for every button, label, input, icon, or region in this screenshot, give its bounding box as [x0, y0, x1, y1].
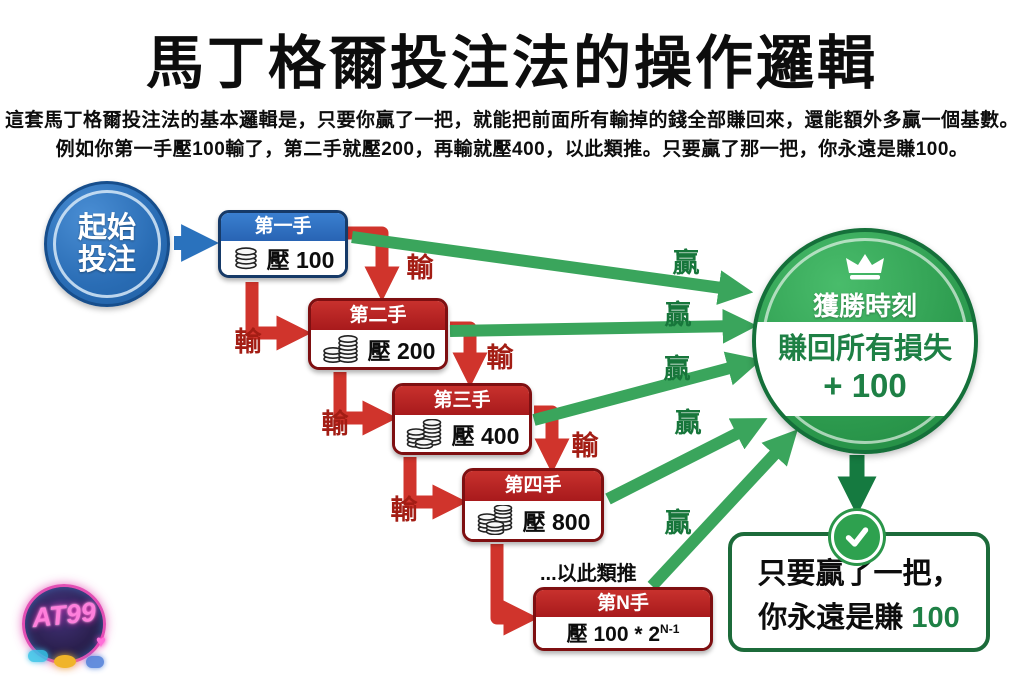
heart-icon: ♥ — [95, 632, 106, 651]
lose-label-2-left: 輸 — [321, 409, 349, 439]
bet-box-4-value: 壓 800 — [522, 509, 591, 535]
lose-arrow-4-left — [490, 544, 539, 636]
lose-label-1-left: 輸 — [234, 327, 262, 357]
win-label-2: 贏 — [664, 300, 692, 330]
checkmark-icon — [831, 511, 883, 563]
win-circle-band: 賺回所有損失 + 100 — [756, 322, 974, 416]
logo-lamp-shape — [54, 655, 76, 668]
subtitle-line-2: 例如你第一手壓100輸了，第二手就壓200，再輸就壓400，以此類推。只要贏了那… — [55, 139, 969, 160]
coin-stack-icon — [234, 247, 257, 270]
win-circle-line1: 賺回所有損失 — [777, 333, 952, 366]
bet-box-n-header: 第N手 — [536, 590, 710, 617]
win-label-3: 贏 — [663, 354, 691, 384]
brand-logo: AT99 ♥ — [12, 578, 116, 676]
win-arrow-2 — [449, 308, 758, 344]
win-circle-title: 獲勝時刻 — [812, 291, 917, 321]
lose-label-3-left: 輸 — [390, 495, 418, 525]
bet-box-3-header: 第三手 — [395, 386, 529, 415]
bet-box-1-value: 壓 100 — [266, 247, 335, 273]
crown-icon — [756, 252, 974, 287]
coin-stacks-icon — [477, 505, 512, 535]
lose-label-2-right: 輸 — [486, 343, 514, 373]
page-title: 馬丁格爾投注法的操作邏輯 — [145, 31, 878, 96]
bet-box-1-header: 第一手 — [221, 213, 345, 241]
bet-box-3: 第三手 壓 400 — [392, 383, 532, 455]
bet-box-2-header: 第二手 — [311, 301, 445, 330]
start-node-line1: 起始 — [77, 211, 136, 244]
start-node: 起始 投注 — [44, 181, 170, 307]
result-line1: 只要贏了一把， — [757, 558, 961, 590]
win-arrow-5 — [647, 429, 798, 591]
logo-neon-shape-cyan — [28, 650, 48, 662]
win-label-4: 贏 — [674, 408, 702, 438]
ellipsis-note: ...以此類推 — [540, 563, 637, 585]
win-arrow-1 — [351, 231, 754, 305]
win-circle-line2: + 100 — [823, 366, 907, 404]
win-circle: 獲勝時刻 賺回所有損失 + 100 — [752, 228, 978, 454]
lose-arrow-3-left — [403, 457, 468, 520]
bet-box-4-header: 第四手 — [465, 471, 601, 501]
bet-box-3-value: 壓 400 — [451, 422, 520, 449]
bet-box-n: 第N手 壓 100 * 2N-1 — [533, 587, 713, 651]
lose-label-1-right: 輸 — [406, 253, 434, 283]
lose-arrow-1-left — [245, 282, 312, 351]
coin-stacks-icon — [322, 334, 358, 363]
bet-box-n-exponent: N-1 — [660, 621, 680, 636]
win-label-5: 贏 — [664, 508, 692, 538]
bet-box-n-value: 壓 100 * 2N-1 — [566, 621, 680, 646]
start-node-line2: 投注 — [77, 244, 136, 276]
coin-stacks-icon — [406, 418, 441, 449]
subtitle-line-1: 這套馬丁格爾投注法的基本邏輯是，只要你贏了一把，就能把前面所有輸掉的錢全部賺回來… — [4, 110, 1019, 131]
bet-box-2: 第二手 壓 200 — [308, 298, 448, 370]
bet-box-2-value: 壓 200 — [367, 337, 436, 364]
result-highlight: 100 — [911, 602, 960, 634]
bet-box-4: 第四手 壓 800 — [462, 468, 604, 542]
logo-neon-shape-blue — [86, 656, 104, 668]
lose-label-3-right: 輸 — [571, 431, 599, 461]
lose-arrow-2-left — [333, 372, 398, 436]
win-arrow-4 — [605, 418, 768, 505]
result-line2: 你永遠是賺 100 — [758, 602, 960, 634]
win-arrow-3 — [532, 351, 762, 426]
bet-box-1: 第一手 壓 100 — [218, 210, 348, 278]
win-label-1: 贏 — [672, 248, 700, 278]
